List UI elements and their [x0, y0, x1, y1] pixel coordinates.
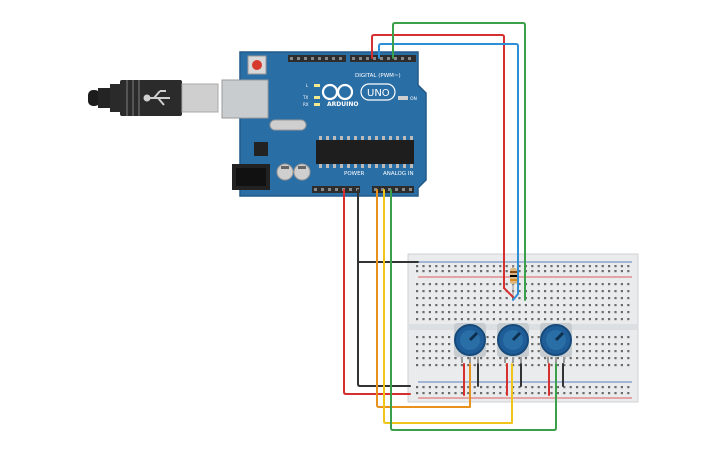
pin-hole[interactable]	[387, 57, 390, 60]
resistor[interactable]	[510, 265, 517, 297]
voltage-regulator	[254, 142, 268, 156]
potentiometer-1[interactable]	[454, 323, 486, 363]
brand-label: ARDUINO	[327, 101, 358, 108]
wires[interactable]	[343, 22, 564, 431]
arduino-logo-icon	[321, 83, 354, 101]
wire-green-digital[interactable]	[392, 22, 526, 301]
status-leds: L TX RX	[302, 83, 320, 107]
usb-cable[interactable]	[88, 80, 219, 116]
pin-hole[interactable]	[339, 57, 342, 60]
led-tx-label: TX	[302, 95, 308, 100]
pin-hole[interactable]	[325, 57, 328, 60]
on-led: ON	[398, 96, 417, 102]
pin-hole[interactable]	[332, 57, 335, 60]
digital-pins[interactable]	[290, 57, 411, 60]
pin-hole[interactable]	[401, 57, 404, 60]
wire-green-a2[interactable]	[390, 189, 557, 431]
pin-hole[interactable]	[321, 188, 324, 191]
capacitors	[276, 163, 311, 181]
led-l-label: L	[306, 83, 309, 88]
pin-hole[interactable]	[402, 188, 405, 191]
wire-orange-a0[interactable]	[376, 189, 471, 408]
pin-hole[interactable]	[335, 188, 338, 191]
potentiometer-3[interactable]	[540, 323, 572, 363]
pin-hole[interactable]	[311, 57, 314, 60]
pin-hole[interactable]	[328, 188, 331, 191]
wire-red-digital[interactable]	[371, 34, 505, 289]
pin-hole[interactable]	[373, 57, 376, 60]
pin-hole[interactable]	[381, 188, 384, 191]
reset-button[interactable]	[247, 55, 267, 75]
uno-logo: UNO	[360, 83, 396, 101]
pin-hole[interactable]	[352, 57, 355, 60]
analog-label: ANALOG IN	[383, 171, 414, 177]
led-rx-label: RX	[303, 102, 309, 107]
pin-hole[interactable]	[408, 57, 411, 60]
digital-label: DIGITAL (PWM~)	[355, 73, 401, 79]
pin-hole[interactable]	[304, 57, 307, 60]
pin-hole[interactable]	[318, 57, 321, 60]
atmega-chip	[316, 136, 414, 168]
potentiometer-2[interactable]	[497, 323, 529, 363]
wire-yellow-a1[interactable]	[383, 189, 513, 424]
wire-red-resistor[interactable]	[503, 287, 514, 298]
crystal	[269, 119, 307, 131]
pin-hole[interactable]	[395, 188, 398, 191]
usb-icon	[143, 90, 170, 106]
pin-hole[interactable]	[388, 188, 391, 191]
pin-hole[interactable]	[297, 57, 300, 60]
svg-text:UNO: UNO	[367, 88, 390, 99]
power-label: POWER	[344, 171, 365, 177]
wire-blue-resistor[interactable]	[512, 293, 519, 301]
pin-hole[interactable]	[394, 57, 397, 60]
pin-hole[interactable]	[349, 188, 352, 191]
pin-hole[interactable]	[380, 57, 383, 60]
usb-port	[221, 79, 269, 119]
arduino-uno-board[interactable]: DIGITAL (PWM~) ARDUINO UNO L TX RX ON	[221, 51, 427, 197]
pin-hole[interactable]	[314, 188, 317, 191]
wire-red-5v[interactable]	[343, 189, 411, 395]
wire-black-gnd[interactable]	[357, 189, 411, 387]
pin-hole[interactable]	[359, 57, 362, 60]
wire-blue-digital[interactable]	[378, 43, 519, 295]
svg-text:ON: ON	[410, 96, 417, 102]
pin-hole[interactable]	[374, 188, 377, 191]
pin-hole[interactable]	[290, 57, 293, 60]
pin-hole[interactable]	[409, 188, 412, 191]
pin-hole[interactable]	[366, 57, 369, 60]
